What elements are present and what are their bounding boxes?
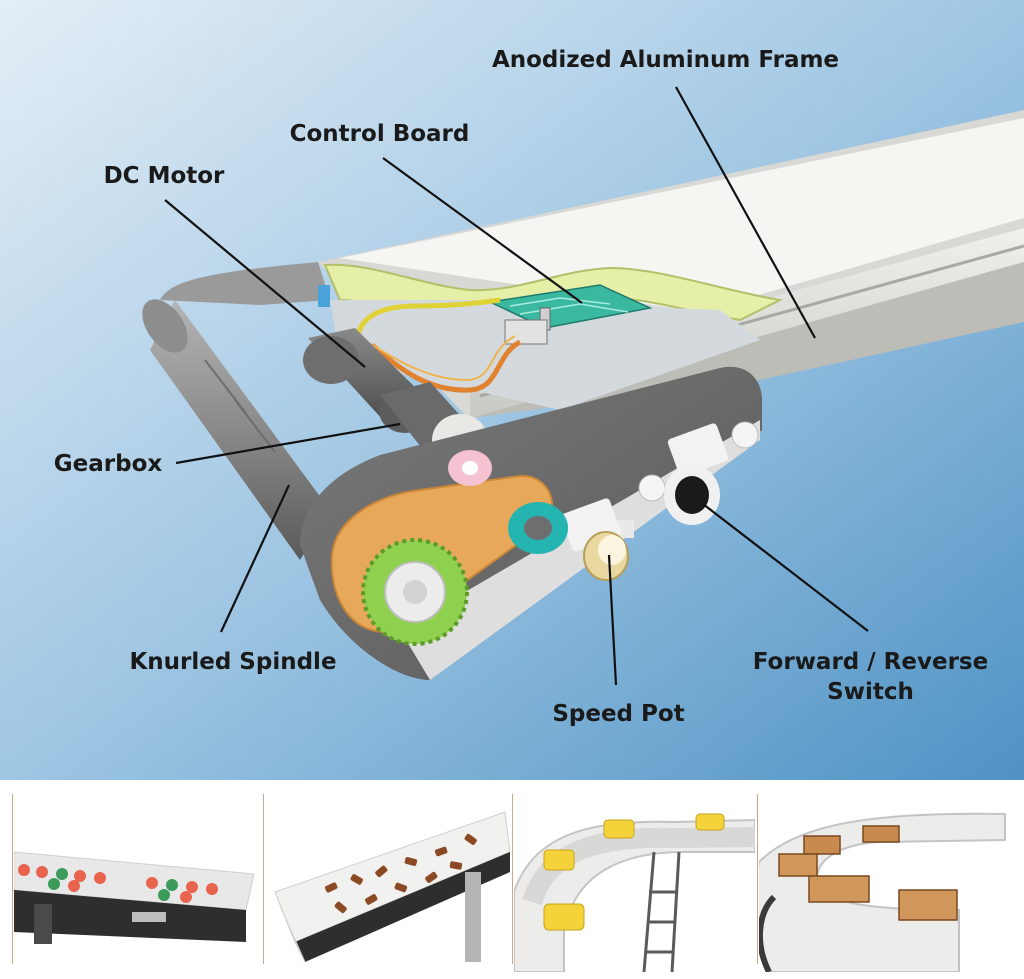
label-knurled-spindle: Knurled Spindle [129, 649, 337, 675]
photo-curved-boxes [759, 792, 1009, 972]
strip-divider [12, 794, 13, 964]
frame-cavity [330, 300, 760, 410]
timing-gear-icon [361, 538, 469, 646]
plate-label-pad [667, 423, 729, 477]
leader-gearbox [175, 422, 401, 465]
rear-end-cap [160, 262, 330, 305]
label-gearbox: Gearbox [53, 451, 163, 477]
photo-blister-packs [14, 792, 260, 972]
example-photo-strip [0, 780, 1024, 979]
label-speed-pot: Speed Pot [552, 701, 685, 727]
label-control-board: Control Board [289, 121, 470, 147]
leader-control-board [382, 157, 583, 304]
photo-curved-snacks [514, 792, 755, 972]
wiring [355, 297, 522, 393]
leader-lines [164, 86, 869, 686]
label-dc-motor: DC Motor [103, 163, 225, 189]
idler-pulley [448, 450, 492, 486]
sensor-tab [318, 285, 330, 307]
leader-anodized-frame [675, 86, 816, 339]
label-fwd-rev-switch: Forward / Reverse Switch [752, 649, 989, 705]
plate-screws [638, 421, 759, 502]
toggle-switch-icon [664, 465, 720, 525]
leader-fwd-rev-switch [702, 503, 869, 632]
leader-knurled-spindle [220, 484, 290, 633]
cardboard-boxes [778, 825, 958, 921]
strip-divider [757, 794, 758, 964]
snack-bags [543, 813, 725, 931]
rotary-knob-icon [583, 531, 629, 581]
label-anodized-frame: Anodized Aluminum Frame [491, 47, 840, 73]
blister-items [18, 864, 218, 903]
leader-speed-pot [607, 554, 618, 686]
strip-divider [512, 794, 513, 964]
leader-dc-motor [164, 199, 366, 368]
belt-surface [340, 118, 1024, 312]
conveyor-diagram [0, 0, 1024, 780]
drive-pulley [508, 502, 568, 554]
photo-bottles-conveyor [265, 792, 510, 972]
strip-divider [263, 794, 264, 964]
bottle-items [324, 833, 477, 914]
ladder-stand [642, 851, 681, 972]
